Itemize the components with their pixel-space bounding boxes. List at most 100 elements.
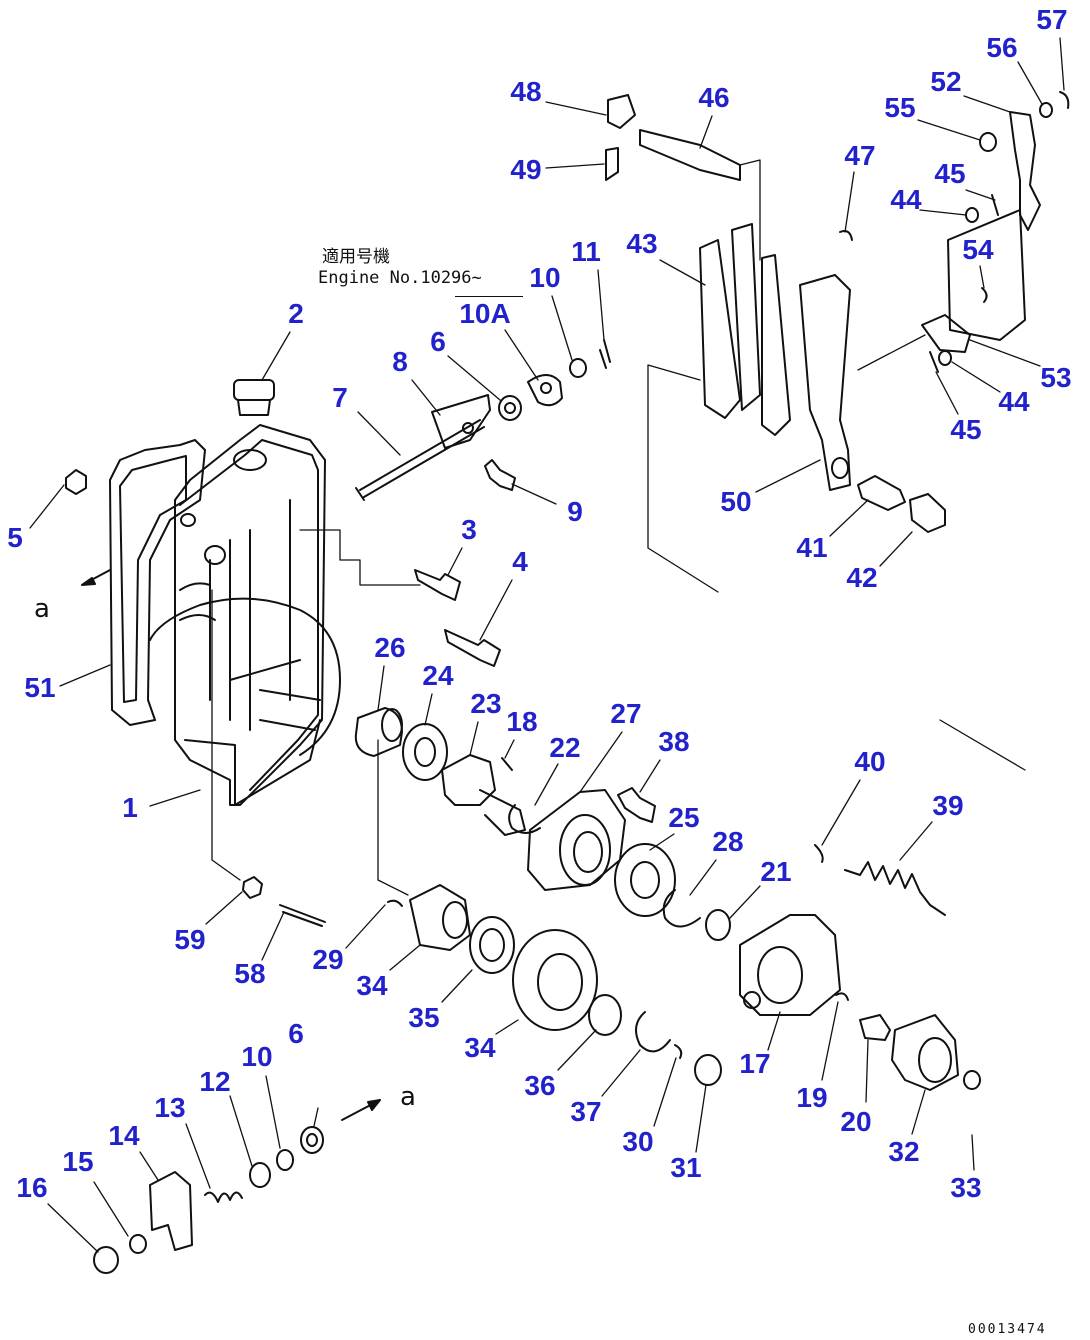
leader-10b	[265, 1075, 281, 1149]
leader-58	[261, 911, 285, 961]
leader-17	[767, 1011, 781, 1051]
leader-25	[649, 833, 675, 851]
callout-33: 33	[950, 1172, 982, 1203]
lever-hole	[462, 422, 474, 434]
leader-3	[447, 547, 463, 576]
housing-outline	[174, 424, 326, 806]
callout-52: 52	[930, 66, 962, 97]
housing-17-boss	[743, 991, 761, 1009]
gear-34b	[512, 929, 598, 1031]
leader-44a	[919, 209, 967, 216]
washer-15	[129, 1234, 147, 1254]
callout-6b: 6	[288, 1018, 304, 1049]
leader-2	[261, 331, 291, 381]
leader-22	[534, 763, 559, 806]
callout-46: 46	[698, 82, 730, 113]
leader-52	[963, 95, 1011, 113]
plate-frame	[947, 209, 1026, 341]
nut-5	[65, 469, 87, 495]
plate-10A-hole	[540, 382, 552, 394]
spring-seat-40	[814, 844, 824, 863]
leader-10A	[504, 329, 539, 381]
callout-54: 54	[962, 234, 994, 265]
washer-36	[588, 994, 622, 1036]
callout-38: 38	[658, 726, 690, 757]
link-43b	[731, 223, 761, 411]
callout-9: 9	[567, 496, 583, 527]
callout-2: 2	[288, 298, 304, 329]
bearing-24-inner	[414, 737, 436, 767]
leader-47	[844, 171, 855, 233]
callout-36: 36	[524, 1070, 556, 1101]
callout-42: 42	[846, 562, 878, 593]
bolt-9	[484, 459, 516, 491]
plate-10A	[527, 374, 563, 407]
housing-contour	[149, 597, 341, 756]
bushing-26-face	[381, 708, 403, 742]
gasket-outline	[109, 439, 206, 726]
housing-leader-box	[299, 529, 421, 586]
leader-45a	[965, 189, 996, 201]
leader-29	[345, 904, 386, 949]
callout-30: 30	[622, 1126, 654, 1157]
plug-body	[237, 399, 271, 416]
washer-44-lower	[938, 350, 952, 366]
leader-37	[601, 1049, 641, 1097]
nut-16	[93, 1246, 119, 1274]
nut-59	[242, 876, 263, 899]
callout-25: 25	[668, 802, 700, 833]
washer-6-lower-hole	[306, 1133, 318, 1147]
ring-21	[705, 909, 731, 941]
leader-39	[899, 821, 933, 861]
callout-8: 8	[392, 346, 408, 377]
leader-56	[1017, 61, 1043, 105]
callout-28: 28	[712, 826, 744, 857]
spring-54	[981, 287, 988, 303]
callout-47: 47	[844, 140, 876, 171]
housing-face	[179, 439, 319, 791]
leader-49	[545, 163, 605, 169]
bolt-3	[414, 569, 461, 601]
callout-3: 3	[461, 514, 477, 545]
callout-5: 5	[7, 522, 23, 553]
leader-26	[377, 665, 385, 711]
housing-base	[184, 719, 321, 806]
callout-6a: 6	[430, 326, 446, 357]
leader-27	[579, 731, 623, 793]
callout-10a: 10	[529, 262, 561, 293]
leader-43	[659, 259, 706, 286]
washer-56	[1039, 102, 1053, 118]
washer-33	[963, 1070, 981, 1090]
leader-7	[357, 411, 401, 456]
key-29	[387, 899, 403, 907]
frame-line	[647, 159, 761, 593]
shaft-end	[355, 487, 365, 501]
washer-6-lower	[300, 1126, 324, 1154]
leader-21	[729, 885, 761, 919]
housing-34a-bore	[442, 901, 468, 939]
lever-arm	[431, 394, 491, 449]
leader-36	[557, 1029, 597, 1071]
callout-19: 19	[796, 1082, 828, 1113]
arrow-a-right	[341, 1099, 381, 1121]
plug-head	[233, 379, 275, 401]
leader-35	[441, 969, 473, 1003]
leader-31	[695, 1084, 707, 1153]
callout-4: 4	[512, 546, 528, 577]
callout-34b: 34	[464, 1032, 496, 1063]
gear-23-shaft	[479, 789, 526, 836]
leader-4	[479, 579, 513, 641]
washer-6-upper-hole	[504, 402, 516, 414]
clip-47	[839, 230, 853, 241]
housing-32	[891, 1014, 959, 1091]
leader-40	[821, 779, 861, 846]
callout-24: 24	[422, 660, 454, 691]
housing-17-bore	[757, 946, 803, 1004]
plunger-41	[857, 475, 906, 511]
leader-53	[969, 339, 1041, 367]
snap-ring-22	[508, 804, 541, 834]
ring-35-inner	[479, 928, 505, 962]
leader-5	[29, 484, 65, 529]
callout-15: 15	[62, 1146, 94, 1177]
